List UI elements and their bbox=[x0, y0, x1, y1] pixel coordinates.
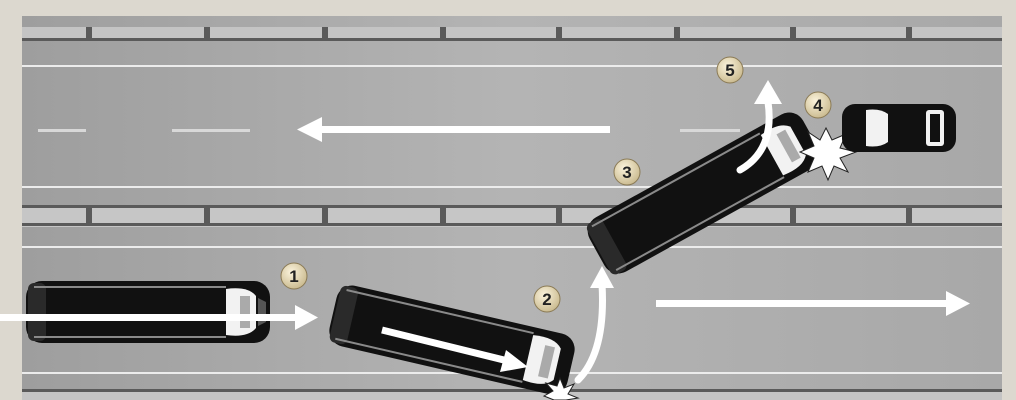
top-barrier bbox=[22, 27, 1002, 41]
barrier-post bbox=[906, 205, 912, 226]
step-label-3: 3 bbox=[622, 163, 631, 182]
edge-line-top bbox=[22, 65, 1002, 67]
step-badge-3: 3 bbox=[614, 159, 640, 185]
edge-line-median-top bbox=[22, 186, 1002, 188]
step-badge-4: 4 bbox=[805, 92, 831, 118]
barrier-post bbox=[440, 27, 446, 41]
step-label-2: 2 bbox=[542, 290, 551, 309]
barrier-post bbox=[204, 205, 210, 226]
median-barrier bbox=[22, 205, 1002, 227]
barrier-post bbox=[86, 27, 92, 41]
oncoming-car bbox=[842, 104, 956, 152]
edge-line-median-bottom bbox=[22, 246, 1002, 248]
step-label-1: 1 bbox=[289, 267, 298, 286]
step-badge-5: 5 bbox=[717, 57, 743, 83]
barrier-post bbox=[86, 205, 92, 226]
barrier-post bbox=[556, 205, 562, 226]
bottom-barrier bbox=[22, 389, 1002, 400]
barrier-post bbox=[204, 27, 210, 41]
barrier-post bbox=[556, 27, 562, 41]
step-label-5: 5 bbox=[725, 61, 734, 80]
step-label-4: 4 bbox=[813, 96, 823, 115]
step-badge-1: 1 bbox=[281, 263, 307, 289]
barrier-post bbox=[674, 27, 680, 41]
barrier-post bbox=[322, 205, 328, 226]
step-badge-2: 2 bbox=[534, 286, 560, 312]
limousine-position-1 bbox=[26, 281, 270, 343]
barrier-post bbox=[906, 27, 912, 41]
barrier-post bbox=[790, 205, 796, 226]
barrier-post bbox=[790, 27, 796, 41]
barrier-post bbox=[440, 205, 446, 226]
barrier-post bbox=[322, 27, 328, 41]
